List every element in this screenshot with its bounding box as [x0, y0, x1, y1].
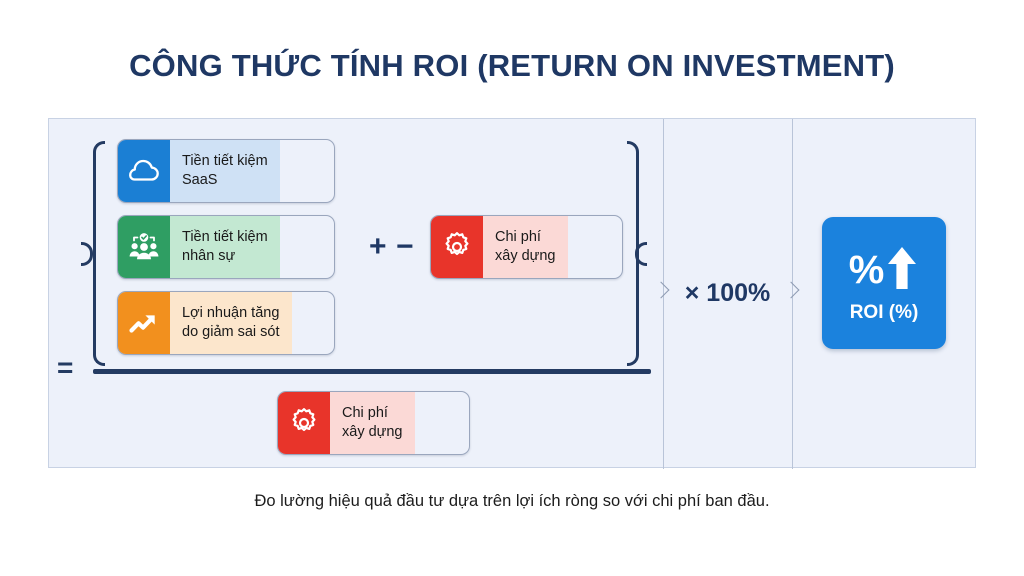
cost-card-numerator[interactable]: Chi phí xây dựng [430, 215, 623, 279]
benefit-card-hr-label: Tiền tiết kiệm nhân sự [170, 216, 280, 278]
benefit-card-profit[interactable]: Lợi nhuận tăng do giảm sai sót [117, 291, 335, 355]
trending-up-icon [118, 292, 170, 354]
people-check-icon [118, 216, 170, 278]
formula-panel: Tiền tiết kiệm SaaS Tiền tiết kiệm nhân … [48, 118, 977, 469]
percent-symbol: % [848, 248, 885, 292]
operator-plus: + [369, 230, 387, 263]
arrow-up-icon [885, 245, 919, 296]
cloud-icon [118, 140, 170, 202]
roi-glyph-group: % [849, 245, 920, 296]
benefit-card-saas[interactable]: Tiền tiết kiệm SaaS [117, 139, 335, 203]
roi-label: ROI (%) [849, 301, 919, 323]
cost-card-denominator-label: Chi phí xây dựng [330, 392, 415, 454]
roi-result-card[interactable]: % ROI (%) [822, 217, 946, 349]
result-column: % ROI (%) [792, 119, 977, 469]
multiplier-value: × 100% [684, 279, 771, 307]
cost-card-numerator-label: Chi phí xây dựng [483, 216, 568, 278]
page-title: CÔNG THỨC TÍNH ROI (RETURN ON INVESTMENT… [129, 48, 895, 83]
formula-column: Tiền tiết kiệm SaaS Tiền tiết kiệm nhân … [49, 119, 663, 469]
operator-minus: − [396, 230, 414, 263]
benefit-card-saas-label: Tiền tiết kiệm SaaS [170, 140, 280, 202]
fraction-bar [93, 369, 651, 374]
gear-icon [431, 216, 483, 278]
equals-sign: = [57, 352, 74, 383]
right-curly-brace [627, 141, 647, 366]
benefit-card-profit-label: Lợi nhuận tăng do giảm sai sót [170, 292, 292, 354]
gear-icon [278, 392, 330, 454]
benefit-card-hr[interactable]: Tiền tiết kiệm nhân sự [117, 215, 335, 279]
cost-card-denominator[interactable]: Chi phí xây dựng [277, 391, 470, 455]
multiplier-column: × 100% [663, 119, 792, 469]
caption-text: Đo lường hiệu quả đầu tư dựa trên lợi íc… [254, 492, 770, 510]
left-curly-brace [81, 141, 105, 366]
